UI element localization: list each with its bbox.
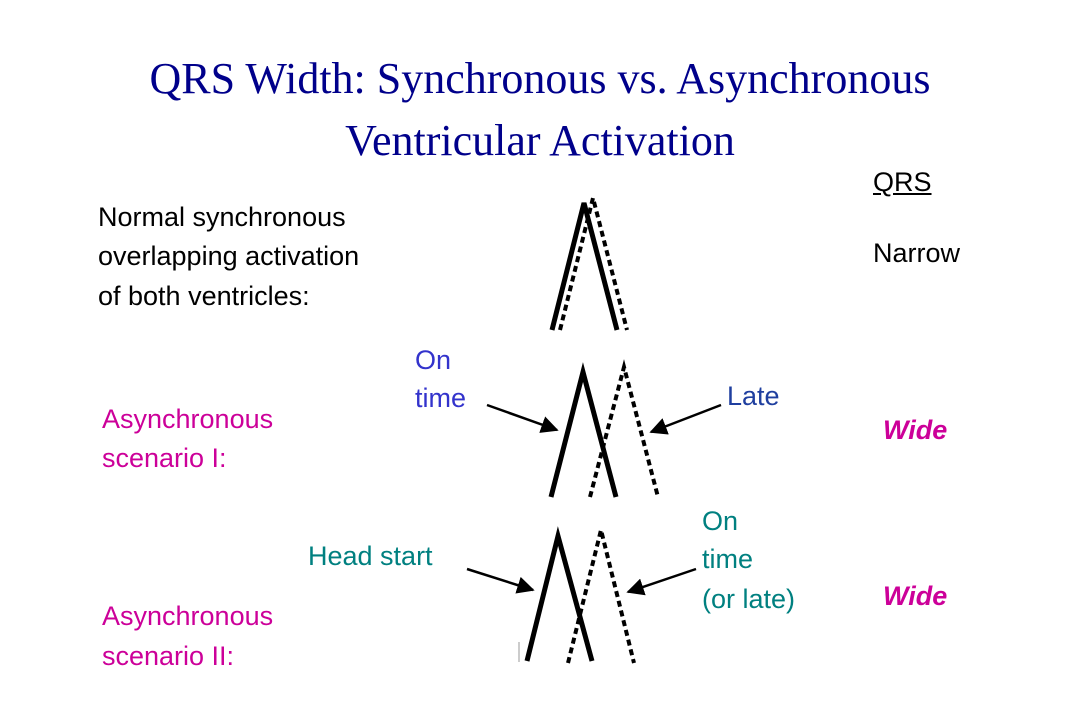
normal-qrs-value: Narrow (873, 238, 961, 268)
scenario1-left-callout-line-1: On (415, 345, 452, 375)
scenario1-left-callout-line-2: time (415, 383, 467, 413)
normal-dotted-spike (558, 197, 629, 331)
normal-solid-spike (549, 202, 620, 331)
normal-description-line-1: Normal synchronous (98, 202, 346, 232)
normal-description-line-3: of both ventricles: (98, 281, 310, 311)
scenario2-description-line-1: Asynchronous (102, 601, 274, 631)
scenario2-left-arrow (466, 567, 535, 594)
scenario2-right-arrow (626, 567, 697, 596)
scenario1-waveform (486, 359, 722, 498)
slide-title: QRS Width: Synchronous vs. Asynchronous … (0, 48, 1080, 172)
scenario1-left-arrow (486, 403, 559, 433)
scenario2-description-line-2: scenario II: (102, 641, 235, 671)
scenario2-waveform (466, 526, 697, 664)
normal-waveform (549, 197, 629, 331)
scenario2-solid-spike (524, 526, 595, 662)
title-line-1: QRS Width: Synchronous vs. Asynchronous (149, 54, 931, 103)
scenario1-dotted-spike (588, 359, 660, 498)
normal-description-line-2: overlapping activation (98, 241, 360, 271)
title-line-2: Ventricular Activation (345, 116, 735, 165)
scenario1-solid-spike (548, 362, 619, 498)
scenario2-right-callout-line-1: On (702, 506, 739, 536)
scenario2-right-callout-line-2: time (702, 544, 754, 574)
scenario2-left-callout: Head start (308, 541, 433, 571)
qrs-column-header: QRS (873, 167, 932, 197)
scenario2-right-callout-line-3: (or late) (702, 584, 796, 614)
scenario1-description-line-2: scenario I: (102, 443, 227, 473)
scenario2-dotted-spike (566, 529, 636, 664)
scenario2-qrs-value: Wide (883, 581, 948, 611)
scenario1-description-line-1: Asynchronous (102, 404, 274, 434)
scenario1-right-callout: Late (727, 381, 780, 411)
scenario1-qrs-value: Wide (883, 415, 948, 445)
scenario1-right-arrow (649, 403, 722, 435)
